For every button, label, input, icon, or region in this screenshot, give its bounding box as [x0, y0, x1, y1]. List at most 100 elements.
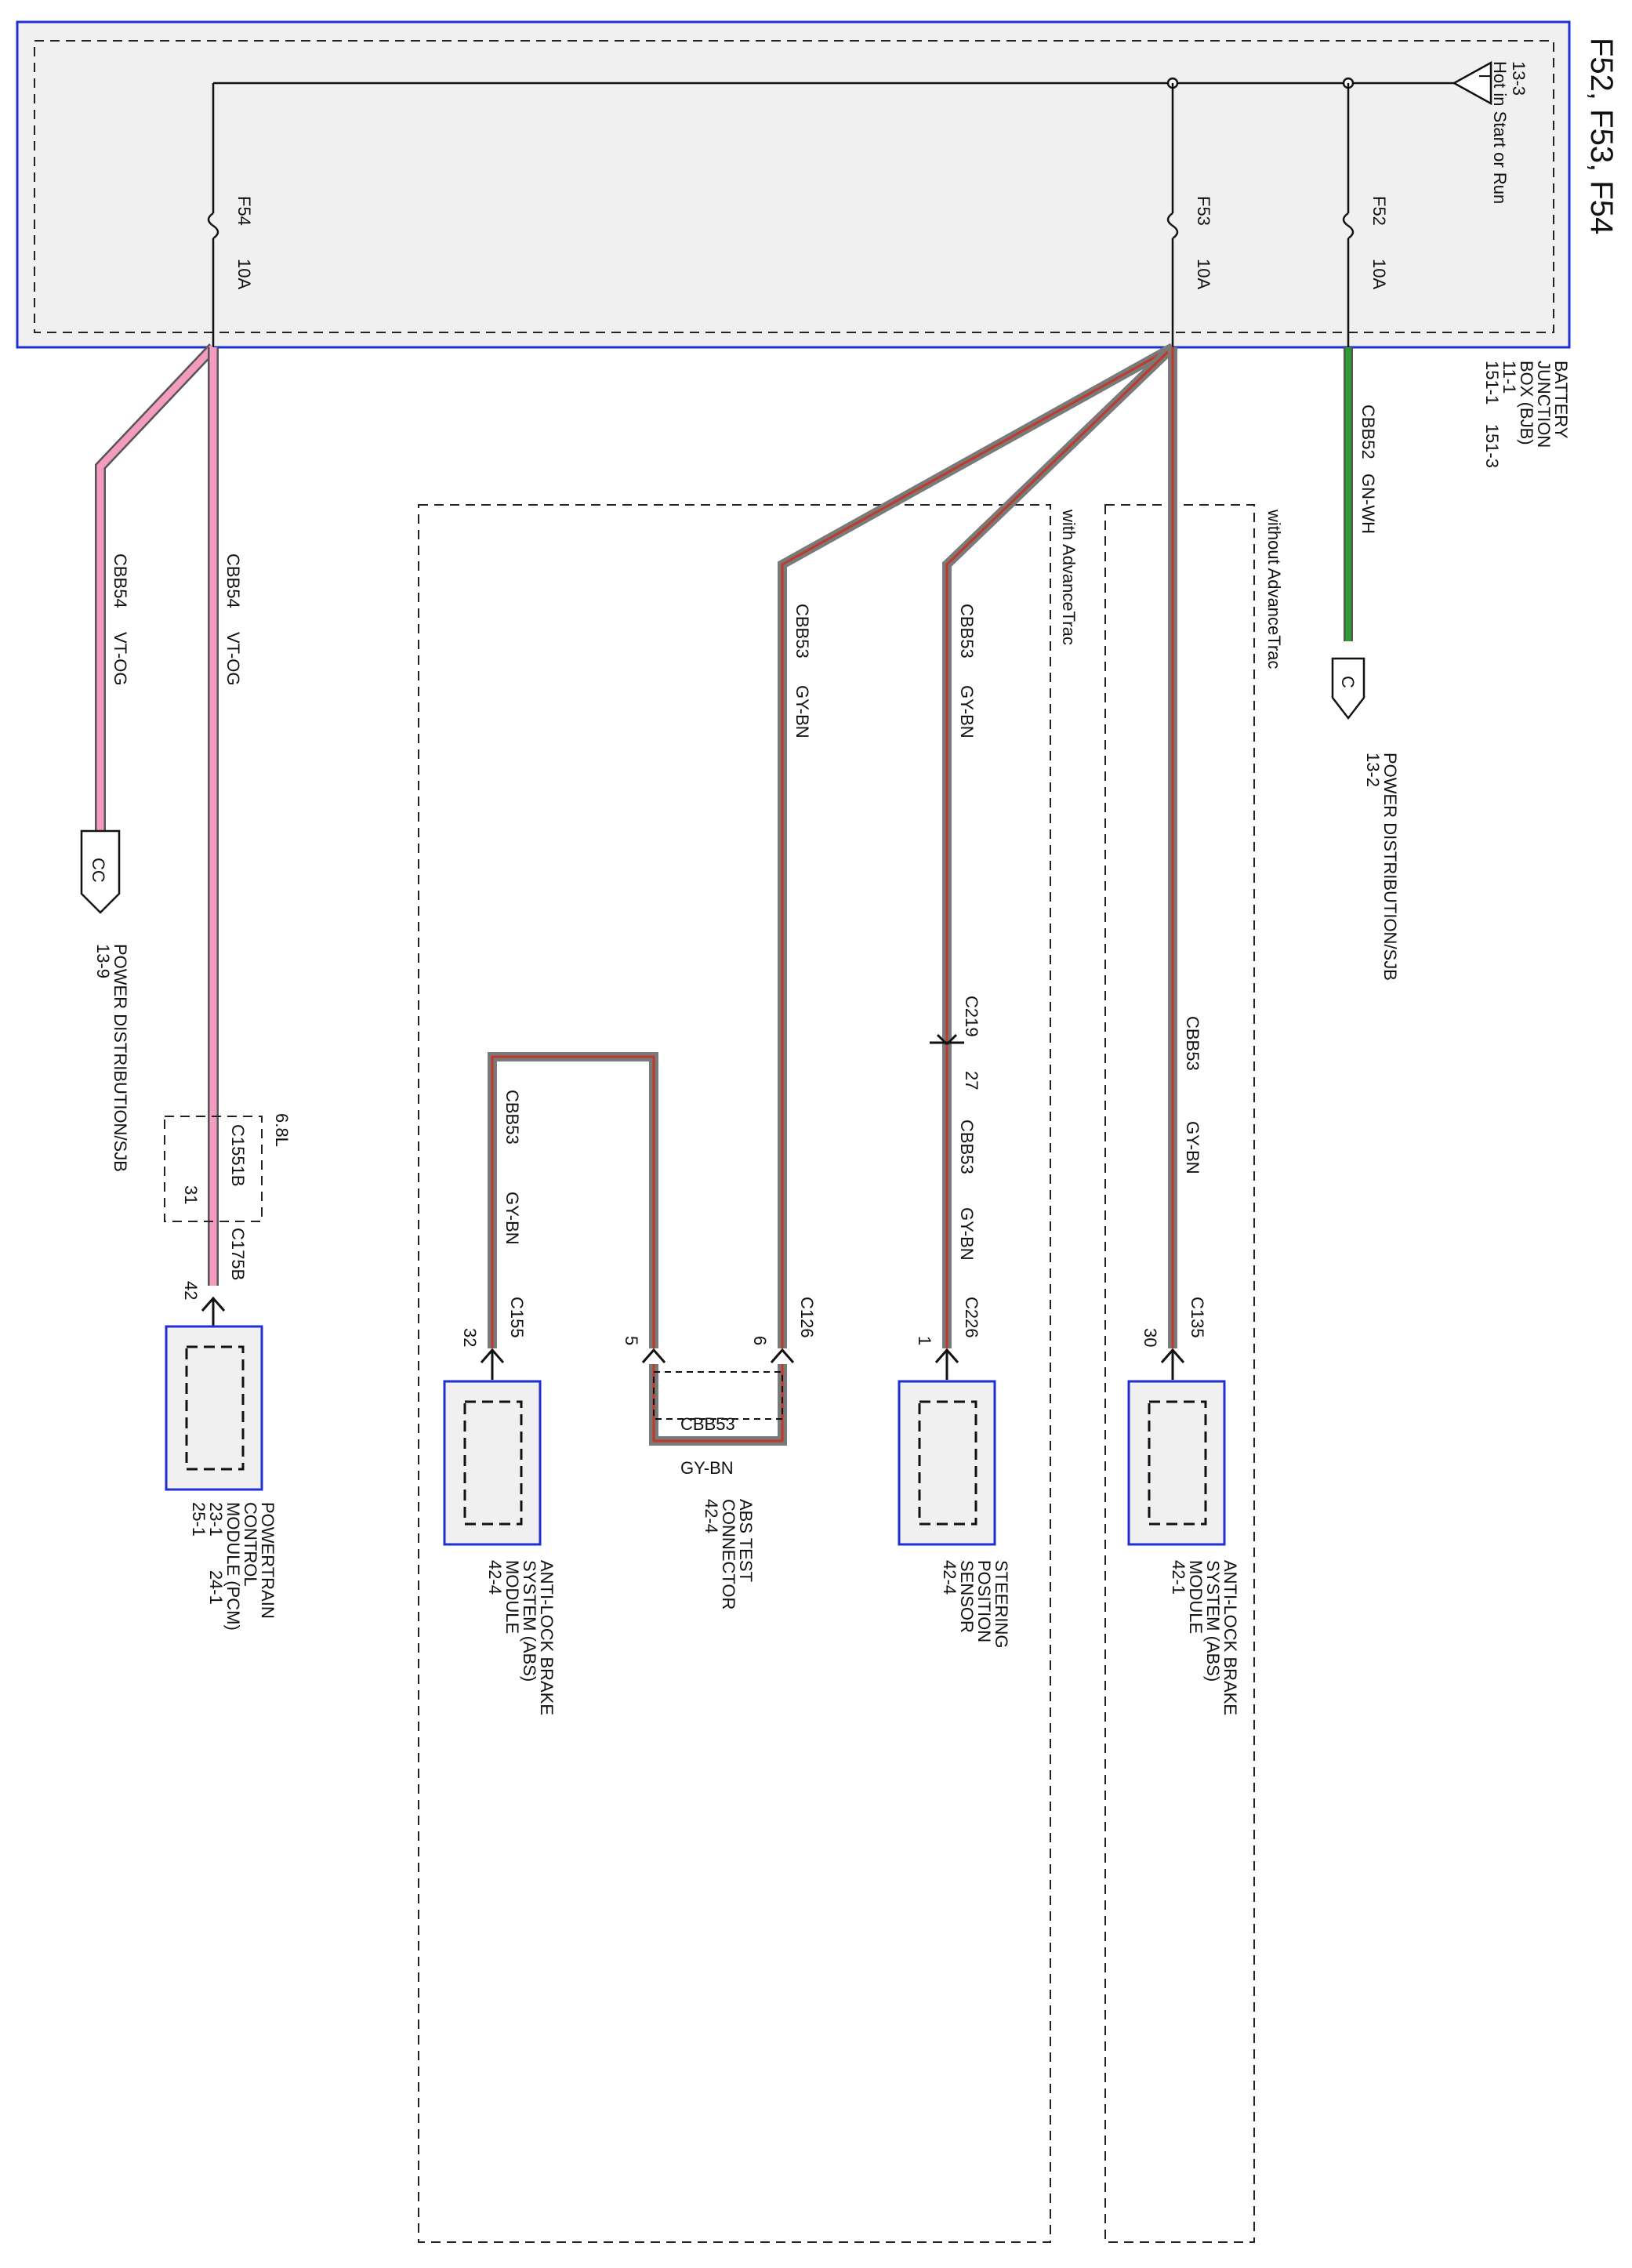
fuse-f53-rating: 10A	[1194, 259, 1213, 289]
offpage-connector-c[interactable]	[1331, 657, 1365, 720]
fuse-f53-symbol	[1166, 212, 1179, 240]
wire-color-cbb54-b: VT-OG	[223, 632, 243, 685]
abs1-label-line: MODULE	[502, 1560, 522, 1634]
wire-color-cbb53-abs2: GY-BN	[1183, 1121, 1202, 1174]
steering-position-sensor[interactable]	[898, 1380, 996, 1546]
fuse-f54-rating: 10A	[234, 259, 254, 289]
page-title: F52, F53, F54	[1584, 38, 1619, 234]
c135-id: C135	[1188, 1297, 1207, 1338]
abs2-label: ANTI-LOCK BRAKE SYSTEM (ABS) MODULE 42-1	[1169, 1560, 1240, 1715]
wire-label-cbb53-abs1: CBB53	[502, 1090, 522, 1145]
wire-label-cbb54-b: CBB54	[223, 553, 243, 608]
bjb-name-line: JUNCTION	[1534, 361, 1554, 448]
wire-label-cbb53-c126: CBB53	[792, 604, 812, 659]
c219-arrow-right	[945, 1033, 958, 1046]
fuse-f53-id: F53	[1194, 196, 1213, 226]
bjb-name: BATTERY JUNCTION BOX (BJB) 11-1 151-1 15…	[1482, 361, 1571, 468]
bjb-name-line: BOX (BJB)	[1517, 361, 1536, 445]
c126-id: C126	[797, 1297, 817, 1338]
hot-in-start-run-symbol	[1452, 60, 1492, 106]
fuse-f54-id: F54	[234, 196, 254, 226]
sps-label-line: POSITION	[974, 1560, 994, 1642]
abs1-label-line: SYSTEM (ABS)	[520, 1560, 539, 1682]
sps-label-line: STEERING	[992, 1560, 1011, 1648]
abs-test-connector-outline	[653, 1371, 783, 1420]
wire-cbb53-to-sps	[942, 343, 1177, 1348]
abs1-label-line: ANTI-LOCK BRAKE	[537, 1560, 557, 1715]
pcm-label-line: 25-1	[189, 1502, 209, 1537]
abs2-label-line: ANTI-LOCK BRAKE	[1220, 1560, 1240, 1715]
abs1-label-line: 42-4	[485, 1560, 505, 1595]
pcm-label-line: 23-1 24-1	[206, 1502, 226, 1605]
test-label-line: 42-4	[702, 1499, 721, 1533]
wire-label-cbb53-sps-lower: CBB53	[957, 1119, 977, 1174]
region-without-advancetrac	[1104, 504, 1255, 2243]
c1551b-pin: 31	[181, 1185, 201, 1204]
region-label-with: with AdvanceTrac	[1059, 509, 1079, 645]
c1551b-id: C1551B	[228, 1124, 248, 1187]
fuse-f52-id: F52	[1369, 196, 1389, 226]
abs1-label: ANTI-LOCK BRAKE SYSTEM (ABS) MODULE 42-4	[485, 1560, 557, 1715]
test-label-line: ABS TEST	[736, 1499, 756, 1582]
bjb-name-line: 151-1 151-3	[1482, 361, 1502, 468]
offpage-cc-letter: CC	[89, 858, 108, 883]
test-connector-label: ABS TEST CONNECTOR 42-4	[702, 1499, 756, 1609]
test-label-line: CONNECTOR	[719, 1499, 738, 1609]
c155-pin: 32	[460, 1328, 480, 1347]
offpage-cc-ref: 13-9	[93, 944, 113, 978]
wire-color-cbb53-sps: GY-BN	[957, 685, 977, 738]
abs-module-with-advancetrac[interactable]	[443, 1380, 542, 1546]
pcm-label-line: MODULE (PCM)	[223, 1502, 243, 1631]
wire-label-cbb54-a: CBB54	[111, 553, 130, 608]
fuse-f52-rating: 10A	[1369, 259, 1389, 289]
c226-id: C226	[962, 1297, 981, 1338]
wire-cbb54-to-cc	[95, 343, 218, 831]
abs2-label-line: MODULE	[1186, 1560, 1206, 1634]
wire-color-cbb53-sps-lower: GY-BN	[957, 1207, 977, 1261]
offpage-cc-label: POWER DISTRIBUTION/SJB	[111, 944, 130, 1172]
wire-color-cbb53-abs1: GY-BN	[502, 1192, 522, 1245]
wire-label-cbb53-test: CBB53	[680, 1414, 735, 1434]
bjb-name-line: BATTERY	[1551, 361, 1571, 439]
c155-id: C155	[507, 1297, 527, 1338]
offpage-c-letter: C	[1338, 676, 1358, 688]
pcm-label: POWERTRAIN CONTROL MODULE (PCM) 23-1 24-…	[189, 1502, 277, 1631]
c1551b-box	[164, 1116, 263, 1222]
c126-pin5: 5	[622, 1336, 641, 1345]
c219-arrow-left	[936, 1033, 948, 1046]
pin-chevrons	[201, 1296, 1185, 1380]
hot-ref: 13-3	[1509, 61, 1529, 96]
fuse-f54-symbol	[207, 212, 219, 240]
wire-cbb53-abs1-loop	[488, 1052, 658, 1348]
hot-symbol-label: I	[1475, 74, 1495, 78]
c175b-id: C175B	[228, 1228, 248, 1280]
c126-pin6: 6	[750, 1336, 770, 1345]
c1551b-note: 6.8L	[272, 1113, 292, 1147]
sps-label: STEERING POSITION SENSOR 42-4	[940, 1560, 1011, 1648]
hot-label: Hot in Start or Run	[1490, 61, 1510, 204]
region-with-advancetrac	[418, 504, 1051, 2243]
c226-pin: 1	[915, 1336, 934, 1345]
diagram-title: F52, F53, F54	[1584, 38, 1619, 234]
sps-label-line: 42-4	[940, 1560, 959, 1595]
offpage-c-label: POWER DISTRIBUTION/SJB	[1380, 753, 1400, 981]
battery-junction-box	[16, 20, 1571, 349]
wire-color-cbb52: GN-WH	[1358, 474, 1378, 534]
offpage-c-ref: 13-2	[1363, 753, 1383, 787]
abs2-label-line: 42-1	[1169, 1560, 1188, 1595]
pcm-label-line: POWERTRAIN	[258, 1502, 277, 1619]
c175b-pin: 42	[181, 1281, 201, 1300]
c219-id: C219	[962, 996, 981, 1037]
c219-pin: 27	[962, 1071, 981, 1090]
wire-color-cbb54-a: VT-OG	[111, 632, 130, 685]
wire-label-cbb52: CBB52	[1358, 405, 1378, 459]
wire-color-cbb53-test: GY-BN	[680, 1458, 734, 1478]
offpage-connector-cc[interactable]	[80, 829, 121, 914]
sps-label-line: SENSOR	[957, 1560, 977, 1633]
region-label-without: without AdvanceTrac	[1264, 509, 1284, 669]
abs2-label-line: SYSTEM (ABS)	[1203, 1560, 1223, 1682]
pcm-module[interactable]	[165, 1325, 263, 1491]
abs-module-without-advancetrac[interactable]	[1127, 1380, 1226, 1546]
wire-color-cbb53-c126: GY-BN	[792, 685, 812, 738]
bjb-name-line: 11-1	[1500, 361, 1519, 394]
